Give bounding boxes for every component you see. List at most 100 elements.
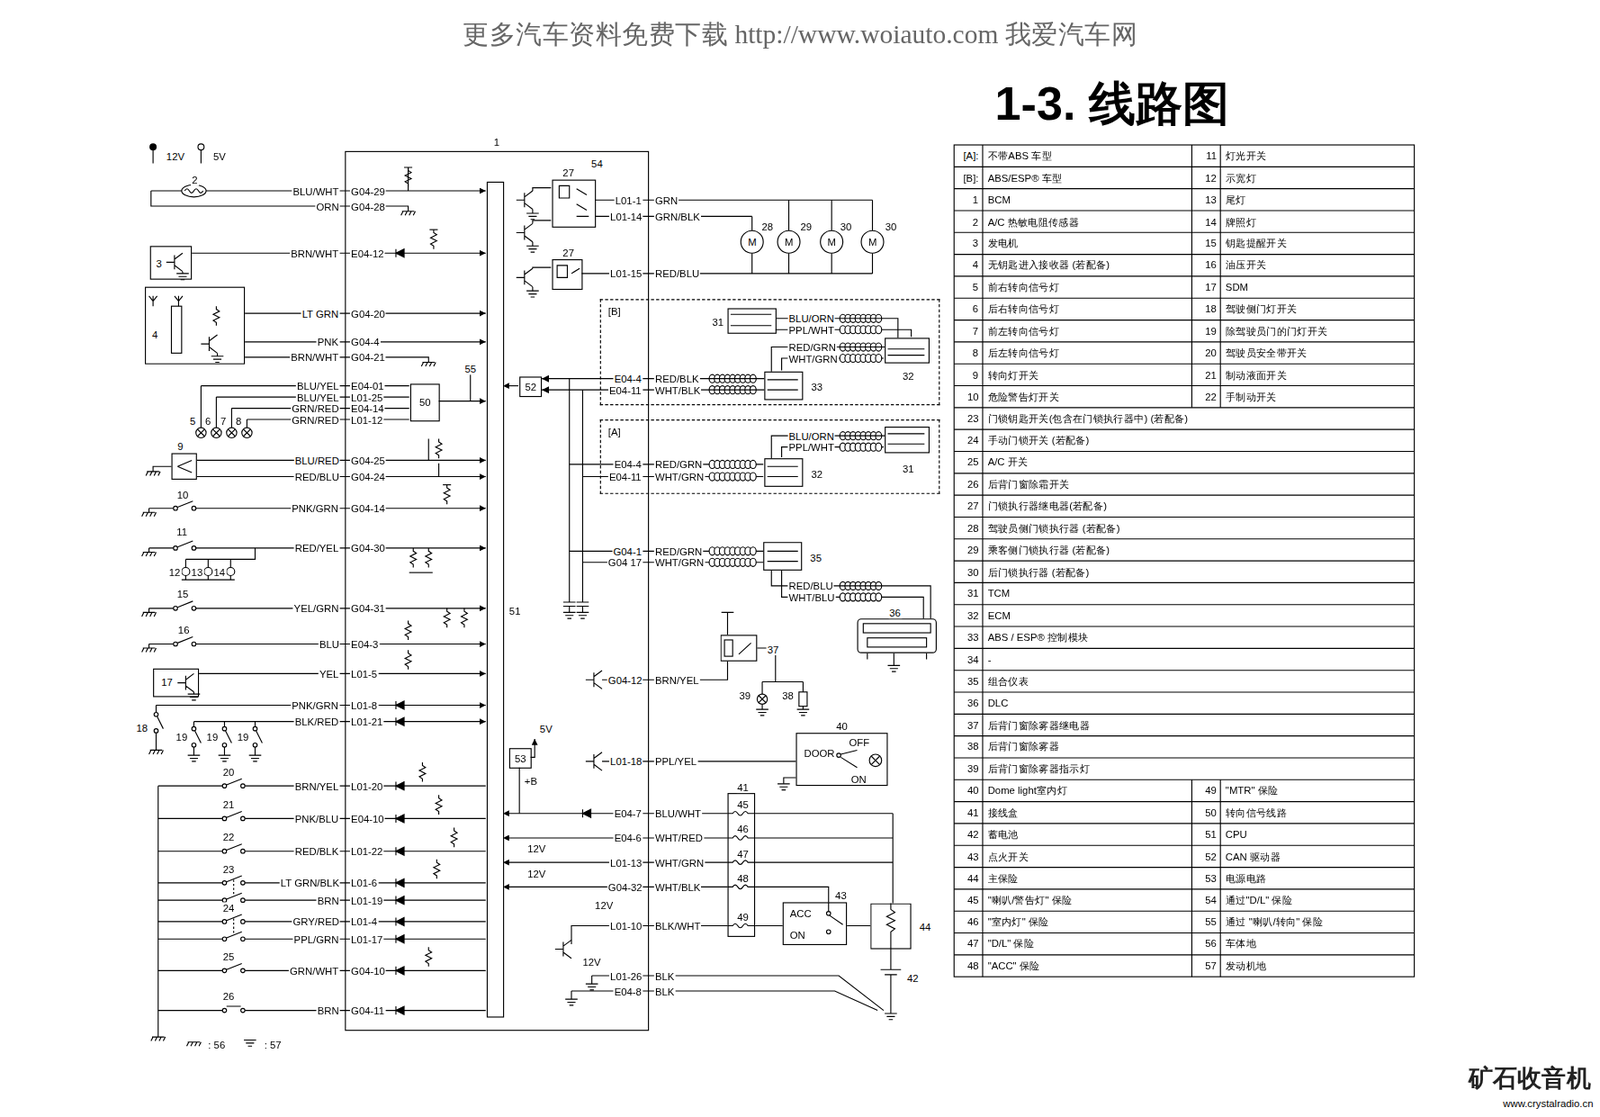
node-text: 40 [835,719,849,731]
table-cell-text: [B]: [961,171,980,183]
node-text: 9 [176,440,185,451]
table-cell-text: 3 [971,237,980,249]
note-label: 12V [593,899,614,911]
table-cell-text: 37 [966,719,980,730]
right-wiring [727,810,756,927]
callout-number: 54 [590,157,604,169]
pin-name: L01-17 [350,933,385,944]
wire-color: RED/BLK [654,372,701,384]
pin-name: L01-6 [350,877,378,889]
component-box: 53 [509,747,532,769]
wire-color: BLU/YEL [296,391,341,403]
wire-color: WHT/RED [654,832,704,844]
right-wiring [519,767,521,814]
table-cell-text: 28 [966,521,980,533]
left-wiring [142,167,486,1046]
left-wiring [149,508,174,513]
table-grid [981,144,983,977]
power-symbols [197,143,205,151]
table-grid [953,297,1414,299]
table-cell-text: 41 [966,807,980,818]
twisted-pair [875,325,882,334]
twisted-pair [875,593,882,602]
pin-name: E04-01 [350,379,386,391]
pin-name: G04-30 [350,542,387,554]
pin-name: L01-5 [350,667,378,679]
pin-name: L01-8 [350,699,378,711]
table-cell-text: 43 [966,850,980,862]
callout-number: 30 [884,220,899,232]
left-wiring [461,608,468,629]
table-grid [953,144,1414,977]
table-cell-text: 尾灯 [1224,194,1248,206]
node-text: 1 [493,135,502,147]
table-grid [953,866,1414,868]
callout-number: 22 [222,831,236,843]
pin-name: G04 17 [607,557,643,568]
node-text: ON [789,928,807,940]
pin-name: G04-14 [350,502,387,513]
left-wiring [184,188,203,194]
table-cell-text: "D/L" 保险 [987,937,1036,949]
left-wiring [196,547,486,549]
component-box: 35 [763,541,802,571]
table-cell-text: 6 [971,303,980,315]
left-wiring [173,501,197,511]
table-cell-text: 18 [1204,303,1218,315]
right-wiring [648,813,728,926]
table-cell-text: 51 [1204,828,1218,840]
table-cell-text: 49 [1204,784,1218,796]
table-cell-text: 手动门锁开关 (若配备) [987,434,1091,446]
right-wiring [563,611,576,619]
pin-name: L01-10 [609,919,644,931]
component-box: 44 [870,903,911,950]
left-wiring [428,439,430,461]
component-box: 36 [857,618,937,654]
right-wiring [565,998,578,1006]
node-text: 4 [151,329,160,341]
right-wiring [880,949,902,1014]
left-wiring [421,362,436,368]
left-wiring [151,1036,166,1042]
table-grid [953,603,1414,605]
table-cell-text: 前左转向信号灯 [987,324,1061,336]
pin-name: G04-29 [350,185,387,197]
pin-name: E04-6 [612,832,643,844]
table-cell-text: "喇叭/警告灯" 保险 [987,894,1074,906]
table-cell-text: 32 [966,610,980,621]
left-wiring [425,946,432,967]
pin-name: E04-3 [350,638,380,649]
table-cell-text: 除驾驶员门的门灯开关 [1224,324,1330,336]
right-wiring [826,911,831,917]
table-cell-text: 7 [971,324,980,336]
pin-name: G04-20 [350,307,387,319]
twisted-pair [749,557,756,567]
left-wiring [404,167,412,188]
right-wiring [555,939,572,958]
left-wiring [252,743,258,748]
wire-color: GRN/BLK [654,210,702,222]
node-text: 46 [736,823,750,835]
left-wiring [222,726,227,731]
wire-connector [846,925,871,926]
callout-number: 25 [222,950,236,962]
table-grid [953,188,1414,189]
node-text: 51 [508,604,522,616]
table-cell-text: 56 [1204,937,1218,949]
right-wiring [775,329,924,619]
table-cell-text: ABS/ESP® 车型 [987,171,1064,183]
left-wiring [153,711,159,717]
left-wiring [395,846,405,855]
node-text: 35 [808,551,823,563]
right-wiring [840,749,857,767]
left-wiring [226,1005,242,1007]
left-wiring [155,705,163,751]
table-cell-text: 25 [966,456,980,468]
left-wiring [187,1042,202,1047]
left-wiring [410,548,417,568]
node-text: 31 [710,315,725,327]
table-cell-text: 38 [966,741,980,753]
pin-name: L01-12 [350,413,385,425]
left-wiring [173,540,197,550]
table-cell-text: 后背门窗除雾器 [987,741,1061,753]
